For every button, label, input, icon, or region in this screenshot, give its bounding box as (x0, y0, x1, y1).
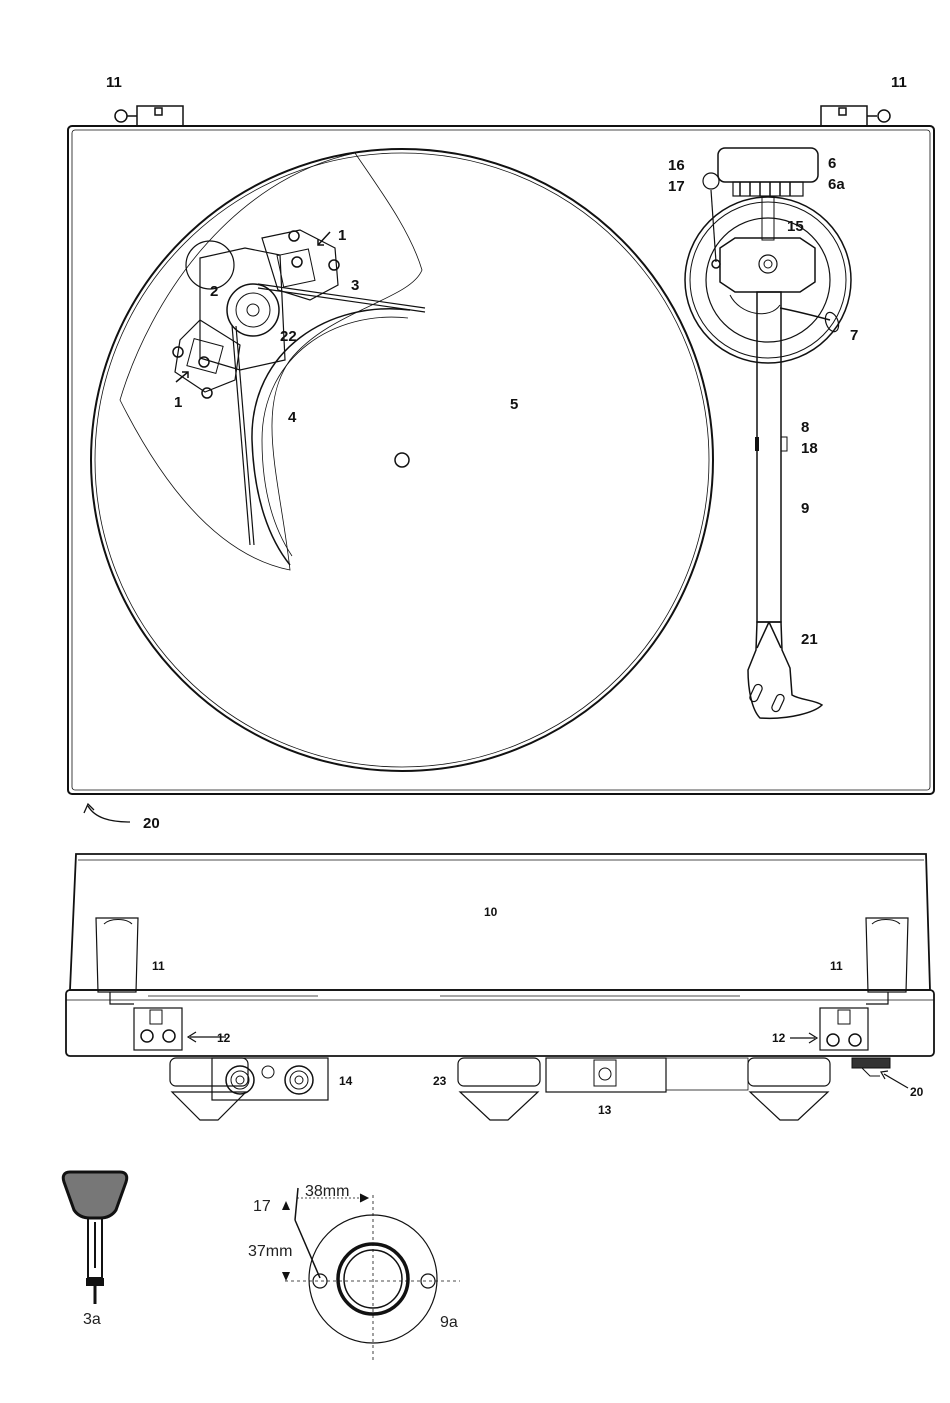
label-pulley: 22 (280, 328, 297, 345)
top-view (68, 106, 934, 822)
cutaway-outline (120, 153, 422, 570)
hinge-plate-right (820, 1008, 868, 1050)
label-arm-a: 8 (801, 419, 809, 436)
foot-right (748, 1058, 830, 1120)
label-arm-b: 18 (801, 440, 818, 457)
platter (91, 149, 713, 771)
label-motor-screw-top: 1 (338, 227, 346, 244)
label-power-switch: 20 (143, 815, 160, 832)
foot-left (170, 1058, 248, 1120)
label-motor: 2 (210, 283, 218, 300)
motor-pulley (227, 284, 279, 336)
label-subplatter: 4 (288, 409, 297, 426)
rear-power-switch (852, 1058, 908, 1088)
rear-view (66, 854, 934, 1120)
label-tonearm: 9 (801, 500, 809, 517)
counterweight-ring (733, 182, 803, 196)
label-belt: 3 (351, 277, 359, 294)
label-hinge-screw-right: 12 (772, 1031, 786, 1045)
belt-tool (63, 1172, 127, 1304)
label-rear-hinge-right: 11 (830, 959, 843, 973)
label-rca-outputs: 14 (339, 1074, 353, 1088)
label-antiskate-b: 17 (668, 178, 685, 195)
rca-panel (212, 1058, 328, 1100)
label-hinge-screw-left: 12 (217, 1031, 231, 1045)
spindle (395, 453, 409, 467)
motor-assembly (173, 230, 339, 398)
label-foot: 23 (433, 1074, 447, 1088)
label-belt-tool: 3a (83, 1311, 101, 1328)
label-dustcover: 10 (484, 905, 498, 919)
label-mount: 9a (440, 1314, 458, 1331)
label-dim-width: 38mm (305, 1183, 349, 1200)
label-motor-screw-bottom: 1 (174, 394, 182, 411)
power-socket-box (546, 1058, 748, 1092)
label-platter: 5 (510, 396, 518, 413)
top-view-labels: 11 11 1 1 2 3 4 5 22 6 6a 16 17 15 7 8 1… (106, 74, 907, 832)
label-rear-power-switch: 20 (910, 1085, 924, 1099)
label-counterweight: 6 (828, 155, 836, 172)
tonearm-base (685, 148, 851, 363)
label-hinge-left: 11 (106, 74, 122, 91)
label-antiskate-weight: 15 (787, 218, 804, 235)
mount-template (282, 1188, 460, 1360)
label-rear-hinge-left: 11 (152, 959, 165, 973)
hinge-right (821, 106, 890, 126)
label-hinge-right: 11 (891, 74, 907, 91)
foot-center (458, 1058, 540, 1120)
label-power-socket: 13 (598, 1103, 612, 1117)
label-dim-ref: 17 (253, 1198, 271, 1215)
label-cue-lever: 7 (850, 327, 858, 344)
label-counterweight-ring: 6a (828, 176, 845, 193)
power-switch-pointer (84, 804, 130, 822)
counterweight (718, 148, 818, 182)
subplatter-edge (252, 309, 410, 565)
hinge-plate-left (134, 1008, 182, 1050)
label-dim-height: 37mm (248, 1243, 292, 1260)
label-antiskate-a: 16 (668, 157, 685, 174)
dust-cover (70, 854, 930, 990)
label-headshell: 21 (801, 631, 818, 648)
hinge-left (115, 106, 183, 126)
